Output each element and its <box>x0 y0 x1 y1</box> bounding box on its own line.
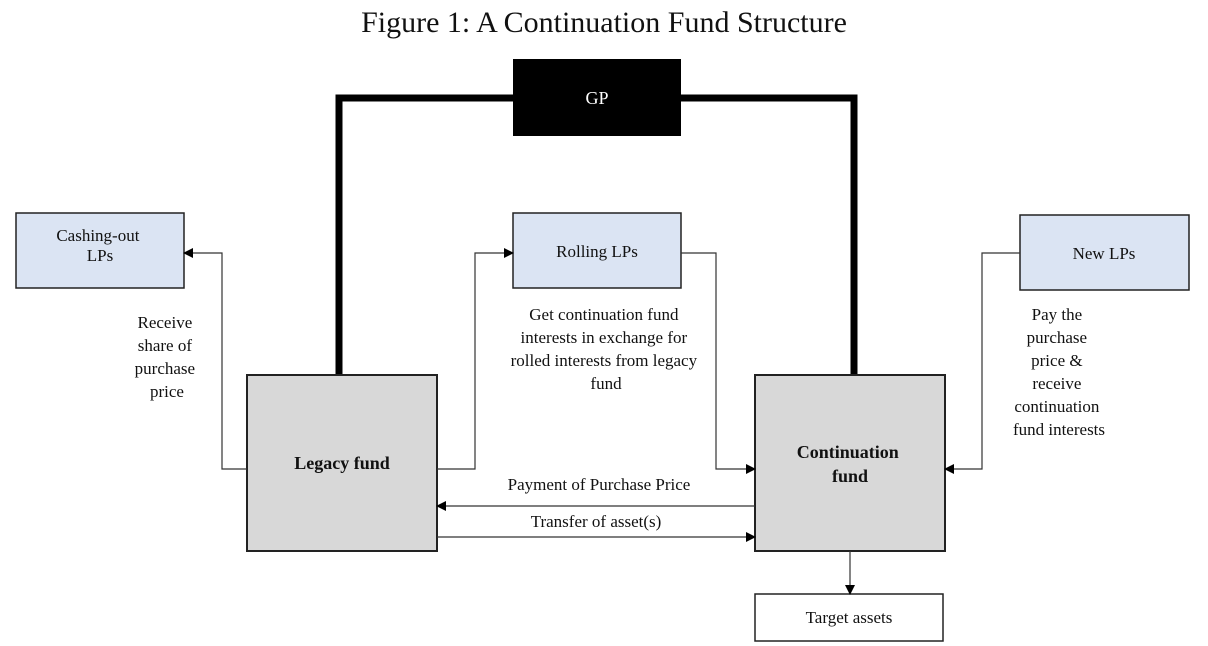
pay-purchase-label: Pay the purchase price & receive continu… <box>1013 305 1105 439</box>
target-assets-box <box>754 593 944 642</box>
target-assets-label: Target assets <box>806 608 893 627</box>
continuation-fund-label: Continuation fund <box>797 442 904 486</box>
arrow-legacy-to-cashing-out <box>183 248 247 470</box>
new-lps-label: New LPs <box>1073 244 1136 263</box>
receive-share-label: Receive share of purchase price <box>135 313 200 401</box>
legacy-fund-label: Legacy fund <box>294 453 390 473</box>
transfer-label: Transfer of asset(s) <box>531 512 662 531</box>
cashing-out-lps-box <box>15 212 185 289</box>
gp-legacy-connector <box>335 94 513 375</box>
arrow-legacy-to-rolling <box>437 248 514 470</box>
arrow-rolling-to-continuation <box>681 252 756 474</box>
rolling-lps-label: Rolling LPs <box>556 242 638 261</box>
arrow-newlps-to-continuation <box>944 252 1020 474</box>
cashing-out-lps-label: Cashing-out LPs <box>56 226 143 265</box>
gp-box <box>513 59 681 136</box>
get-interests-label: Get continuation fund interests in excha… <box>511 305 702 393</box>
payment-label: Payment of Purchase Price <box>508 475 691 494</box>
legacy-fund-box <box>246 374 438 552</box>
continuation-fund-box <box>754 374 946 552</box>
figure-title: Figure 1: A Continuation Fund Structure <box>361 6 847 39</box>
gp-continuation-connector <box>680 94 858 375</box>
gp-label: GP <box>585 88 608 108</box>
